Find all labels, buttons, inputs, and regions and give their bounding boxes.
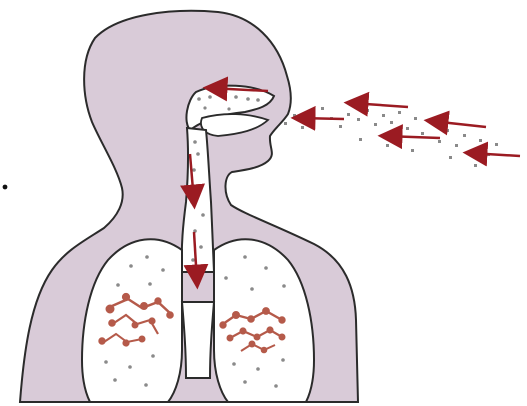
arrow-6	[470, 153, 520, 156]
arrow-4	[385, 136, 440, 138]
arrow-3	[351, 103, 408, 107]
arrow-5	[431, 121, 486, 127]
mediastinal-cleft	[182, 302, 214, 378]
arrow-2	[298, 118, 344, 119]
left-edge-dot	[3, 185, 8, 190]
